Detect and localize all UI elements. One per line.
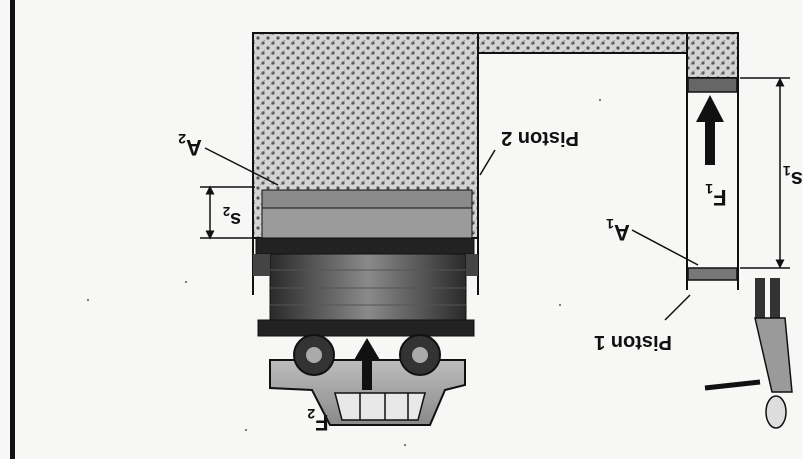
- force-2-arrow: [354, 338, 380, 390]
- stroke-2-dimension: [200, 185, 255, 240]
- force-1-arrow: [696, 95, 724, 165]
- area-1-label: A1: [606, 216, 630, 245]
- stroke-1-label: s1: [783, 163, 803, 192]
- piston-1-label: Piston 1: [594, 331, 672, 353]
- car: [269, 334, 466, 426]
- force-1-label: F1: [705, 181, 726, 210]
- left-border-bar: [10, 0, 15, 459]
- piston-2-label: Piston 2: [501, 127, 579, 149]
- area-1-leader: [631, 229, 699, 266]
- stroke-2-label: s2: [223, 204, 241, 230]
- pump-handle: [704, 278, 793, 429]
- piston-2-leader: [479, 149, 496, 176]
- small-piston: [687, 77, 738, 281]
- piston-1-leader: [664, 294, 691, 321]
- scan-specks: [87, 99, 601, 446]
- stroke-1-dimension: [740, 77, 790, 269]
- fluid-reservoir: [252, 32, 739, 295]
- large-piston: [253, 189, 478, 337]
- area-2-label: A2: [178, 131, 202, 160]
- force-2-label: F2: [307, 406, 328, 435]
- area-2-leader: [204, 147, 279, 186]
